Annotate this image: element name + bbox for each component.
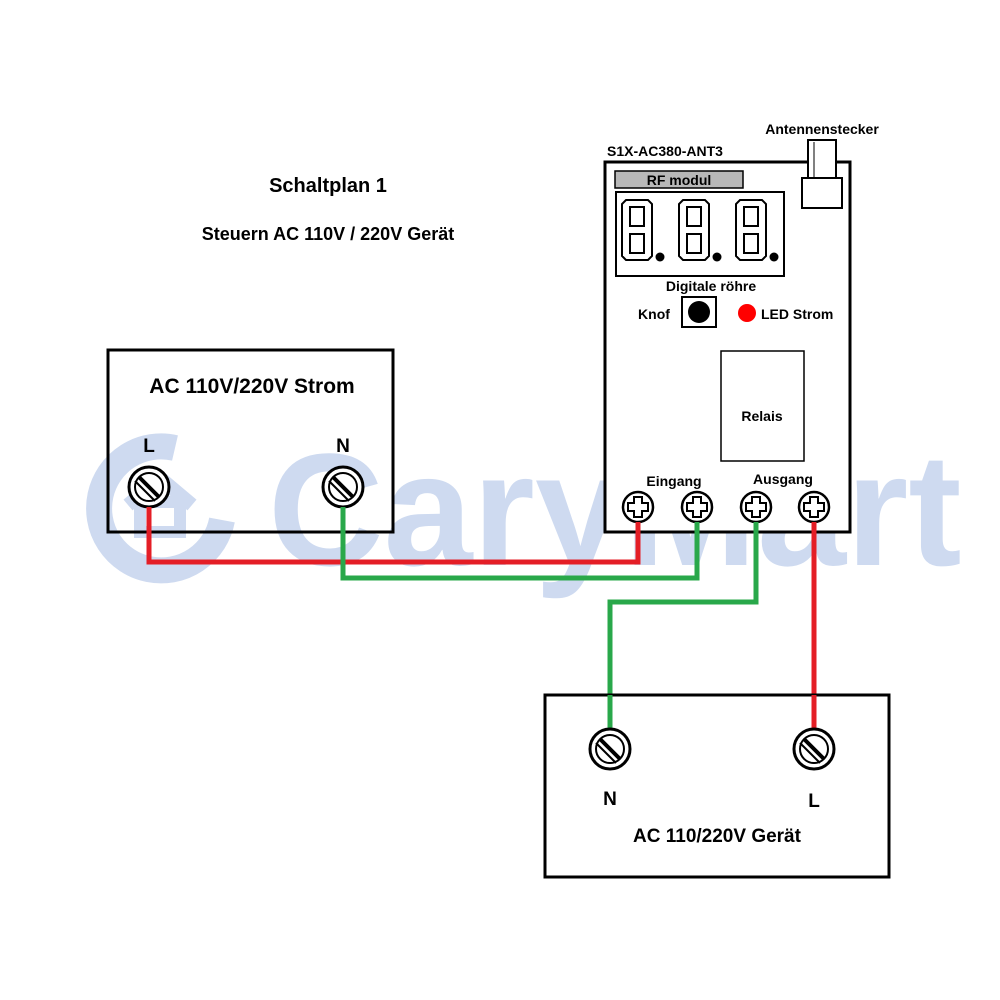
device-box: N L AC 110/220V Gerät: [543, 693, 891, 879]
source-box-title: AC 110V/220V Strom: [149, 375, 354, 398]
source-terminal-n-screw-icon: [321, 465, 365, 509]
diagram-subtitle: Steuern AC 110V / 220V Gerät: [202, 224, 454, 244]
device-terminal-l-screw-icon: [792, 727, 836, 771]
display-decimal-point: [769, 252, 779, 262]
output-label: Ausgang: [753, 471, 813, 487]
input-label: Eingang: [646, 473, 701, 489]
antenna-connector-icon: [801, 139, 843, 209]
wires: [146, 507, 817, 728]
seven-segment-display: [615, 191, 785, 277]
led-power-label: LED Strom: [761, 306, 833, 322]
display-decimal-point: [712, 252, 722, 262]
source-terminal-l-screw-icon: [127, 465, 171, 509]
rf-module-label: RF modul: [647, 172, 712, 188]
knob-label: Knof: [638, 306, 670, 322]
device-terminal-l-label: L: [808, 791, 820, 812]
source-box: AC 110V/220V Strom L N: [106, 348, 395, 534]
wire-source-n-to-input: [340, 507, 700, 581]
knob-button-icon[interactable]: [688, 301, 710, 323]
device-box-title: AC 110/220V Gerät: [633, 826, 802, 847]
relay-box: [720, 350, 805, 462]
relay-label: Relais: [741, 408, 782, 424]
led-power-icon: [738, 304, 756, 322]
module-model-label: S1X-AC380-ANT3: [607, 143, 723, 159]
antenna-label: Antennenstecker: [765, 121, 879, 137]
display-digit: [621, 199, 665, 262]
display-digit: [678, 199, 722, 262]
display-decimal-point: [655, 252, 665, 262]
output-terminal-l-icon: [797, 490, 831, 524]
source-terminal-n-label: N: [336, 436, 350, 457]
rf-module-label-bg: [614, 170, 744, 189]
source-terminal-l-label: L: [143, 436, 155, 457]
watermark-logo-icon: [86, 433, 235, 584]
diagram-title: Schaltplan 1: [269, 175, 387, 197]
wire-output-to-device-n: [607, 522, 759, 728]
source-box-frame: [106, 348, 395, 534]
device-box-frame: [543, 693, 891, 879]
device-terminal-n-screw-icon: [588, 727, 632, 771]
wire-source-l-to-input: [146, 507, 641, 565]
rf-module: S1X-AC380-ANT3 Antennenstecker RF modul …: [603, 121, 879, 534]
input-terminal-l-icon: [621, 490, 655, 524]
display-label: Digitale röhre: [666, 278, 756, 294]
device-terminal-n-label: N: [603, 789, 617, 810]
display-digit: [735, 199, 779, 262]
output-terminal-n-icon: [739, 490, 773, 524]
input-terminal-n-icon: [680, 490, 714, 524]
